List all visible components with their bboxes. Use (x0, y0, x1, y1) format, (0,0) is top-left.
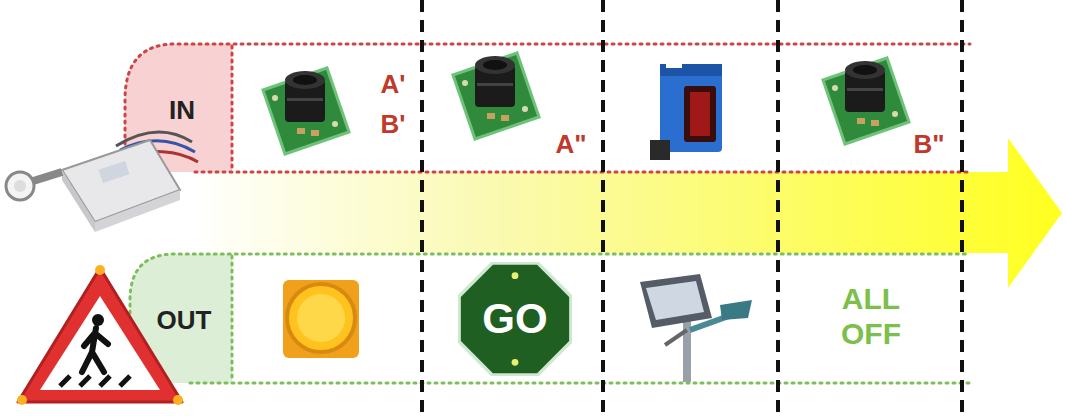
node-text: IN (169, 95, 195, 126)
state-label: ALL OFF (826, 282, 916, 351)
input-band: IN (132, 60, 232, 160)
camera-label: A' (370, 70, 416, 100)
camera-label: A" (546, 130, 596, 160)
camera-label: B' (370, 110, 416, 140)
node-text: OUT (157, 305, 212, 336)
camera-label: B" (904, 130, 954, 160)
go-sign: GO (458, 262, 572, 376)
node-text: GO (482, 295, 547, 343)
output-band: OUT (136, 270, 232, 370)
